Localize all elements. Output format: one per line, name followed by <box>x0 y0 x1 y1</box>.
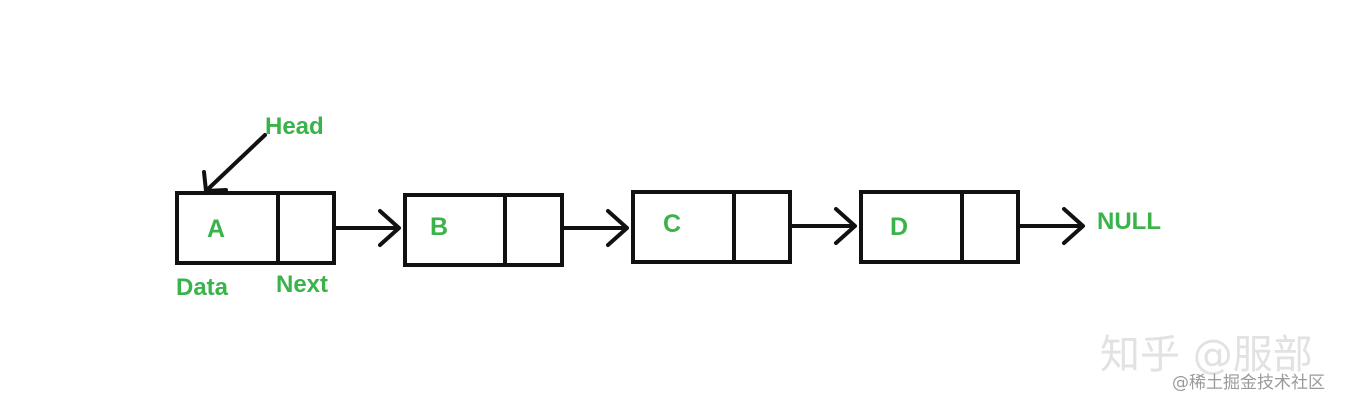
node-b-label: B <box>430 213 449 241</box>
node-a <box>175 191 336 265</box>
node-b-box <box>403 193 564 267</box>
arrow-b-to-c <box>560 209 629 247</box>
node-d-box <box>859 190 1020 264</box>
juejin-watermark: @稀土掘金技术社区 <box>1172 373 1325 393</box>
node-a-box <box>175 191 336 265</box>
null-label: NULL <box>1097 208 1161 235</box>
arrow-d-to-null <box>1016 207 1085 245</box>
node-b <box>403 193 564 267</box>
head-pointer-arrow <box>202 133 267 193</box>
data-field-label: Data <box>176 274 229 301</box>
node-d <box>859 190 1020 264</box>
zhihu-watermark: 知乎 @服部 <box>1100 332 1313 378</box>
node-c-label: C <box>663 210 682 238</box>
node-d-label: D <box>890 213 909 241</box>
node-a-label: A <box>207 215 226 243</box>
node-c <box>631 190 792 264</box>
arrow-c-to-d <box>788 207 857 245</box>
head-label: Head <box>265 113 324 140</box>
next-field-label: Next <box>276 271 329 298</box>
node-c-box <box>631 190 792 264</box>
arrow-a-to-b <box>332 209 401 247</box>
